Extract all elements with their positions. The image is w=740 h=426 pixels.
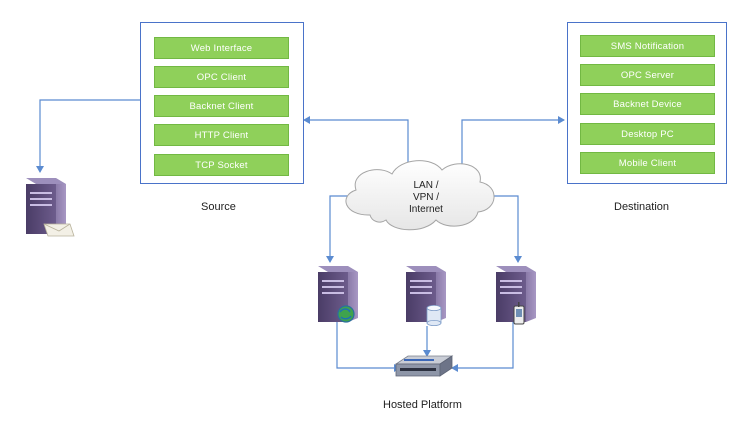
cloud-label-lan: LAN / [413,180,439,191]
database-server-icon [406,266,446,327]
source-item-http-client[interactable]: HTTP Client [154,124,289,146]
connector-cloud-to-web-server [326,195,352,263]
connector-cloud-to-destination [461,116,565,168]
source-item-opc-client[interactable]: OPC Client [154,66,289,88]
connector-mobile-server-to-switch [451,322,514,372]
mail-server-icon [26,178,75,237]
hosted-platform-label: Hosted Platform [383,399,462,411]
connector-web-server-to-switch [336,322,401,372]
cloud-icon [345,160,495,231]
network-switch-icon [394,355,454,377]
source-label: Source [201,201,236,213]
destination-item-desktop-pc[interactable]: Desktop PC [580,123,715,145]
mobile-server-icon [496,266,536,325]
source-item-backnet-client[interactable]: Backnet Client [154,95,289,117]
destination-item-backnet-device[interactable]: Backnet Device [580,93,715,115]
connector-cloud-to-mobile-server [490,195,522,263]
cloud-label-vpn: VPN / [412,192,440,203]
web-server-icon [318,266,358,323]
destination-item-mobile-client[interactable]: Mobile Client [580,152,715,174]
connector-cloud-to-source [303,116,409,168]
destination-label: Destination [614,201,670,213]
source-item-tcp-socket[interactable]: TCP Socket [154,154,289,176]
destination-item-sms-notification[interactable]: SMS Notification [580,35,715,57]
cloud-label-internet: Internet [409,204,443,215]
destination-item-opc-server[interactable]: OPC Server [580,64,715,86]
connector-source-to-server [36,99,140,173]
source-item-web-interface[interactable]: Web Interface [154,37,289,59]
